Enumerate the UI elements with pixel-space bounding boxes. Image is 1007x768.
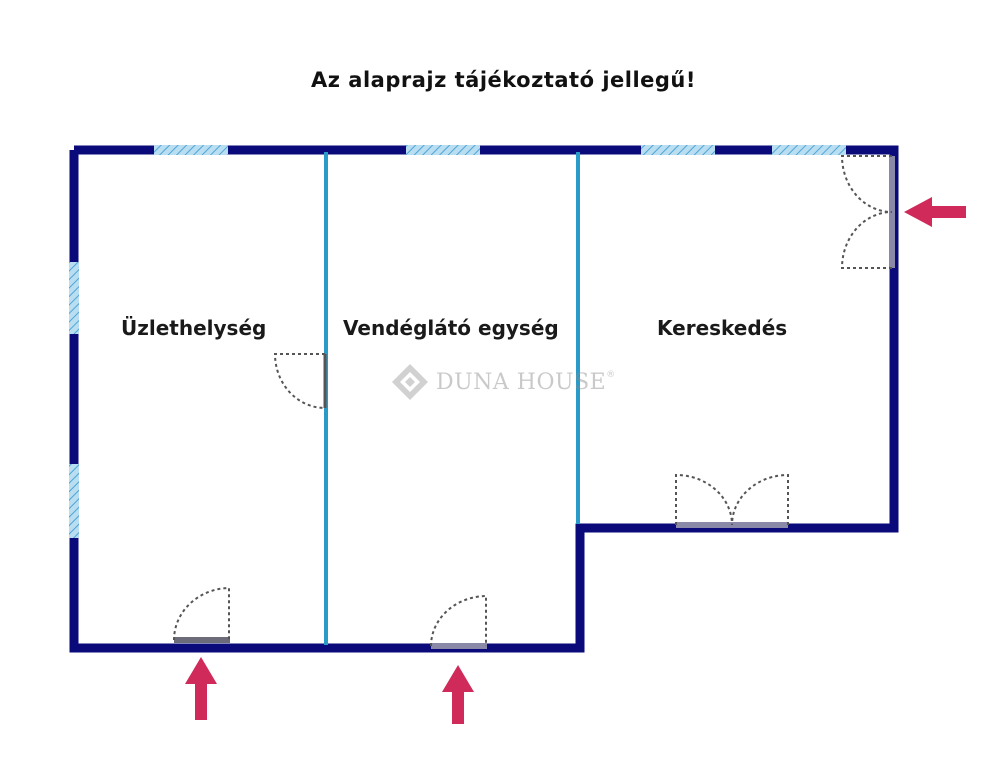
- entrance-arrow-icon: [442, 665, 474, 724]
- outer-wall: [69, 145, 899, 653]
- double-door-swing-icon: [675, 473, 789, 528]
- window-icon: [406, 145, 480, 155]
- door-swing-icon: [173, 586, 230, 643]
- door-swing-icon: [430, 594, 487, 649]
- entrance-arrow-icon: [185, 657, 217, 720]
- entrance-arrow-icon: [904, 197, 966, 227]
- window-icon: [69, 464, 79, 538]
- room-label-kereskedes: Kereskedés: [657, 316, 788, 340]
- plan-disclaimer-title: Az alaprajz tájékoztató jellegű!: [311, 68, 696, 92]
- window-icon: [772, 145, 846, 155]
- diamond-logo-icon: [392, 364, 428, 400]
- window-icon: [69, 262, 79, 334]
- room-label-vendeglato-egyseg: Vendéglátó egység: [343, 316, 559, 340]
- double-door-swing-icon: [840, 155, 895, 269]
- window-icon: [641, 145, 715, 155]
- door-swing-icon: [273, 353, 327, 409]
- window-icon: [154, 145, 228, 155]
- room-label-uzlethelyseg: Üzlethelység: [121, 316, 267, 340]
- watermark-text: DUNA HOUSE®: [436, 369, 616, 395]
- watermark-logo: DUNA HOUSE®: [390, 362, 616, 402]
